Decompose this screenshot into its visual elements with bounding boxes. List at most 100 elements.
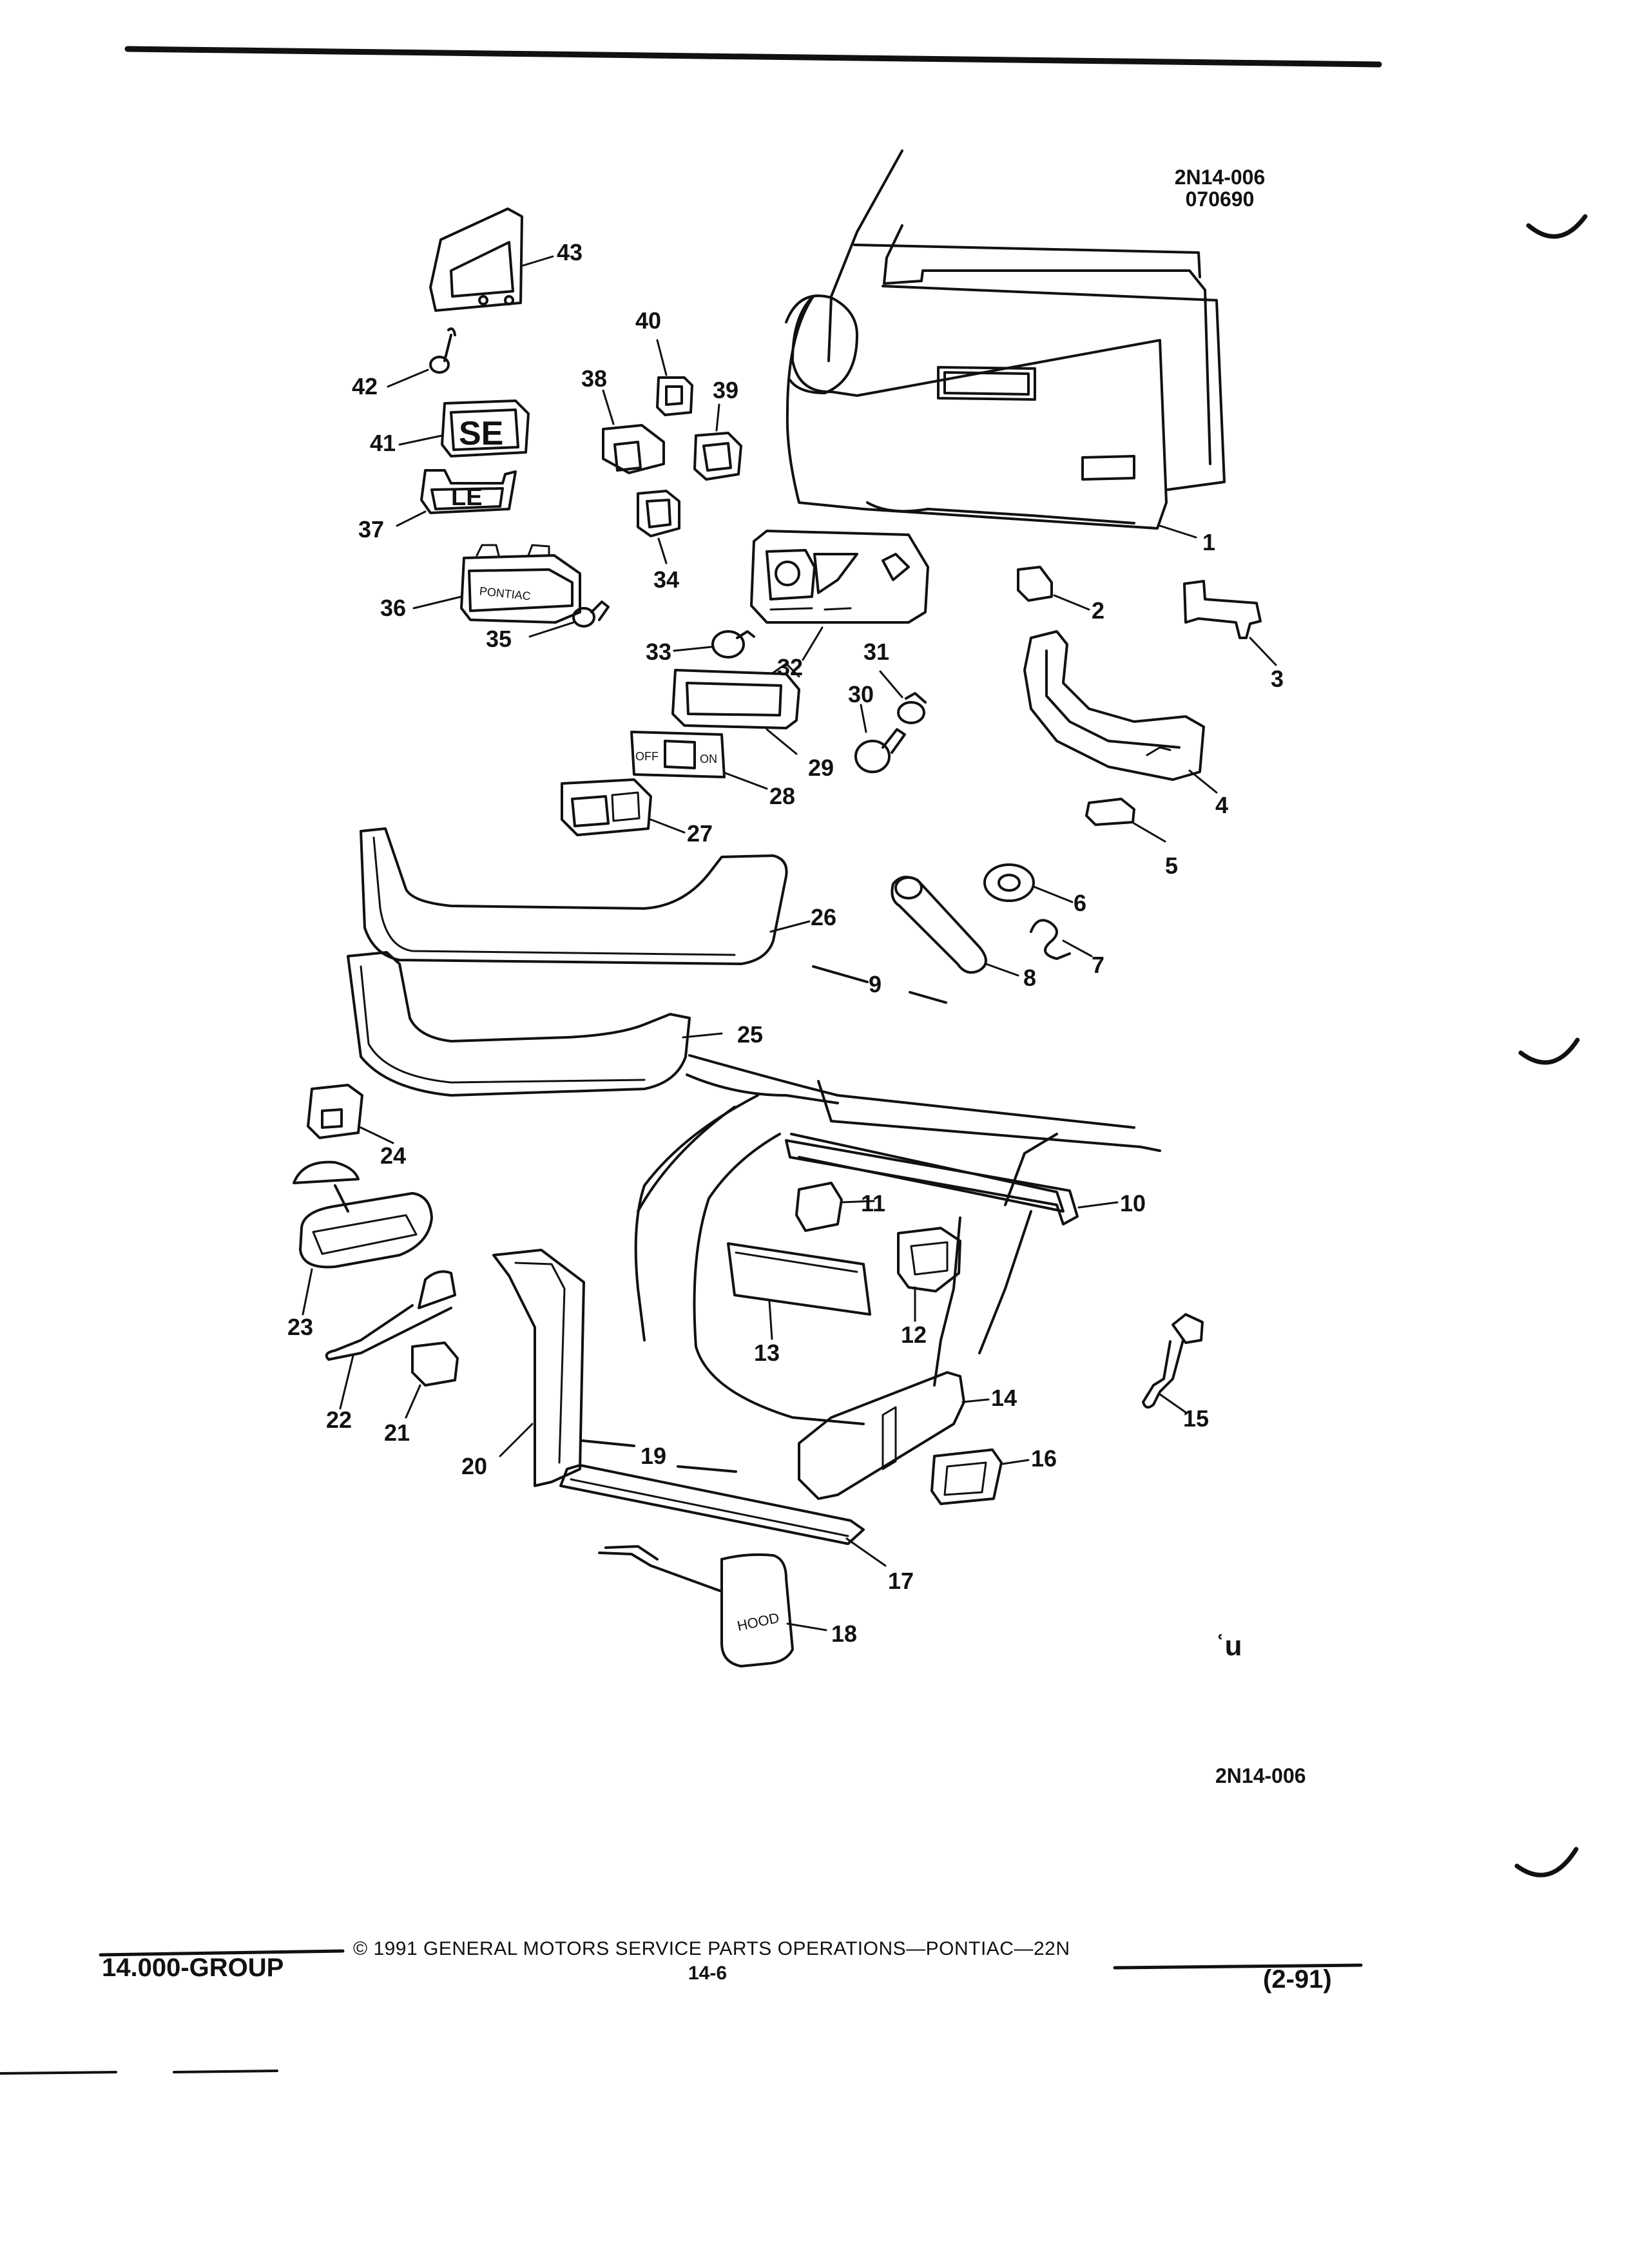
footer-group: 14.000-GROUP [102, 1954, 284, 1982]
switch-off-on-part-28 [630, 731, 768, 790]
callout-18: 18 [831, 1620, 857, 1647]
figure-id-header: 2N14-006 070690 [1146, 166, 1294, 210]
door-trim-panel-part-1 [785, 294, 1197, 539]
se-badge-part-41 [398, 399, 530, 457]
callout-5: 5 [1165, 852, 1178, 879]
spring-clip-part-7 [1030, 919, 1093, 960]
hood-release-text: HOOD [736, 1610, 781, 1634]
callout-20: 20 [461, 1453, 487, 1479]
switch-part-38 [602, 389, 665, 474]
lens-part-16 [930, 1448, 1030, 1505]
callout-43: 43 [557, 239, 583, 265]
callout-40: 40 [635, 307, 661, 334]
callout-23: 23 [287, 1314, 313, 1340]
rearview-mirror-part-23 [293, 1160, 433, 1316]
callout-24: 24 [380, 1142, 406, 1169]
headliner-area-outline [634, 1054, 1161, 1425]
callout-12: 12 [901, 1321, 927, 1348]
callout-22: 22 [326, 1407, 352, 1433]
callout-11: 11 [861, 1190, 885, 1216]
callout-4: 4 [1215, 792, 1228, 818]
callout-36: 36 [380, 595, 406, 621]
le-badge-text: LE [451, 484, 483, 511]
footer-revision: (2-91) [1263, 1965, 1332, 1994]
courtesy-lamp-part-36 [412, 544, 581, 624]
callout-27: 27 [687, 820, 713, 847]
callout-28: 28 [769, 783, 795, 809]
callout-13: 13 [754, 1340, 780, 1366]
callout-21: 21 [384, 1419, 410, 1446]
callout-37: 37 [358, 516, 384, 543]
callout-38: 38 [581, 365, 607, 392]
callout-8: 8 [1023, 965, 1036, 991]
sill-plate-part-17 [559, 1464, 887, 1567]
callout-35: 35 [486, 626, 512, 652]
bracket-part-21 [405, 1341, 459, 1419]
callout-34: 34 [653, 566, 679, 593]
mirror-patch-part-43 [429, 207, 554, 312]
lamp-bulb-part-35 [528, 601, 610, 638]
cover-part-5 [1085, 798, 1166, 843]
callout-31: 31 [863, 639, 889, 665]
weatherstrip-line-part-19 [581, 1439, 737, 1473]
switch-part-39 [693, 403, 742, 481]
bracket-part-12 [897, 1227, 961, 1322]
lower-panel-part-25 [347, 951, 723, 1097]
callout-19: 19 [641, 1443, 666, 1469]
date-code-text: 070690 [1185, 187, 1255, 211]
callout-41: 41 [370, 430, 396, 456]
footer-rule-left [99, 1949, 345, 1957]
callout-3: 3 [1271, 666, 1284, 692]
pad-part-13 [727, 1242, 871, 1340]
callout-10: 10 [1120, 1190, 1146, 1216]
latch-part-24 [307, 1084, 394, 1144]
window-crank-part-8 [891, 876, 1019, 977]
footer-copyright: © 1991 GENERAL MOTORS SERVICE PARTS OPER… [353, 1938, 1070, 1959]
bracket-part-3 [1183, 580, 1277, 666]
binder-mark [1514, 1847, 1579, 1878]
top-rule [124, 46, 1382, 68]
roof-rail-molding-part-10 [785, 1139, 1119, 1225]
lower-panel-part-26 [360, 827, 811, 965]
trim-strip-part-9 [812, 965, 947, 1004]
callout-33: 33 [646, 639, 671, 665]
callout-2: 2 [1092, 597, 1104, 624]
callout-17: 17 [888, 1568, 914, 1594]
switch-part-34 [637, 490, 680, 564]
switch-bezel-part-32 [750, 530, 929, 661]
escutcheon-part-6 [983, 863, 1074, 903]
se-badge-text: SE [459, 415, 503, 452]
remote-mirror-knob-part-42 [387, 327, 456, 388]
switch-off-text: OFF [635, 750, 659, 763]
binder-mark [1518, 1037, 1580, 1065]
callout-14: 14 [991, 1385, 1017, 1411]
switch-part-27 [561, 778, 686, 836]
callout-15: 15 [1183, 1405, 1209, 1432]
bottom-dash [173, 2070, 278, 2073]
switch-part-40 [656, 339, 693, 416]
pontiac-lamp-text: PONTIAC [479, 584, 532, 602]
pillar-molding-part-20 [492, 1249, 585, 1487]
callout-32: 32 [777, 654, 803, 680]
bottom-dash [0, 2071, 117, 2075]
callout-42: 42 [352, 373, 378, 399]
hood-release-part-18 [598, 1545, 827, 1667]
binder-mark [1526, 214, 1588, 239]
callout-1: 1 [1202, 529, 1215, 555]
figure-id-bottom: 2N14-006 [1215, 1764, 1306, 1787]
sunvisor-part-14 [798, 1371, 990, 1500]
callout-25: 25 [737, 1021, 763, 1048]
callout-9: 9 [869, 971, 882, 997]
sensor-part-15 [1142, 1313, 1204, 1414]
footer-page-number: 14-6 [688, 1963, 728, 1984]
switch-housing-part-29 [671, 662, 800, 755]
callout-7: 7 [1092, 952, 1104, 978]
publisher-logo: ʿu [1215, 1630, 1242, 1662]
switch-on-text: ON [700, 753, 717, 765]
fastener-part-31 [879, 670, 927, 724]
callout-29: 29 [808, 754, 834, 781]
sunvisor-support-part-22 [325, 1270, 456, 1410]
le-badge-part-37 [396, 469, 517, 527]
